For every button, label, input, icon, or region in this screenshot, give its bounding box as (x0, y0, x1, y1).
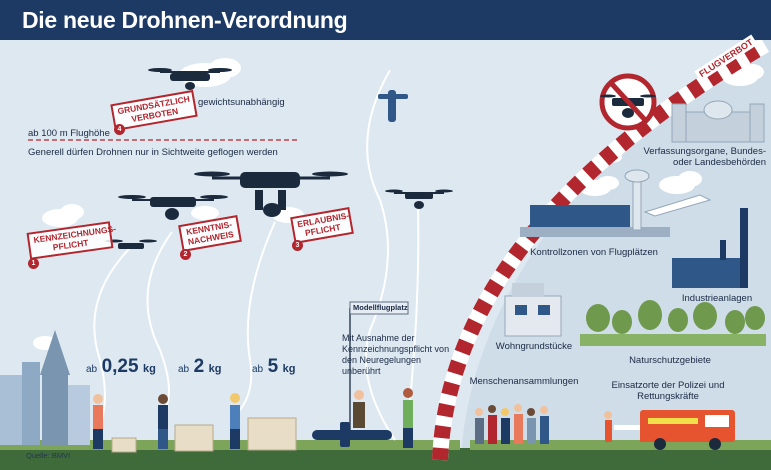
model-plane (378, 90, 408, 122)
zone-emergency: Einsatzorte der Polizei und Rettungskräf… (611, 380, 725, 402)
city-left (0, 330, 90, 445)
weight-value: 5 (267, 356, 279, 377)
crowd (475, 404, 549, 444)
drone-large-top (148, 68, 232, 90)
stamp-permit-text: ERLAUBNIS-PFLICHT (296, 210, 350, 238)
no-fly-area (460, 40, 771, 470)
airport (520, 169, 712, 237)
weight-value: 2 (193, 356, 205, 377)
weight-independent-note: gewichtsunabhängig (198, 97, 285, 108)
clouds (33, 58, 764, 350)
page-title: Die neue Drohnen-Verordnung (22, 7, 348, 33)
drone-small (105, 239, 157, 249)
drone-medium (118, 195, 228, 220)
no-drone-sign (599, 73, 657, 131)
pilots (93, 388, 413, 449)
packages (111, 417, 297, 453)
ground-model-plane (312, 422, 392, 447)
zone-crowds: Menschenansammlungen (469, 376, 579, 387)
drone-right (385, 189, 453, 209)
weight-label-1: ab 0,25 kg (86, 356, 156, 378)
drone-large (194, 171, 348, 217)
government-building (671, 100, 765, 143)
zone-airports: Kontrollzonen von Flugplätzen (530, 247, 658, 258)
weight-unit: kg (208, 363, 222, 375)
ground (0, 448, 771, 470)
control-lines (93, 69, 420, 441)
line-of-sight-rule: Generell dürfen Drohnen nur in Sichtweit… (28, 147, 278, 158)
zone-industry: Industrieanlagen (681, 293, 753, 304)
stamp-number-3: 3 (292, 240, 303, 251)
rescue-vehicle (604, 410, 735, 450)
stamp-proof-of-knowledge-text: KENNTNIS-NACHWEIS (185, 219, 235, 247)
model-airfield-sign: Modellflugplatz (353, 303, 408, 312)
stamp-number-4: 4 (114, 124, 125, 135)
illustration (0, 40, 771, 470)
model-airfield-note: Mit Ausnahme der Kennzeichnungspflicht v… (342, 333, 450, 376)
houses (504, 283, 562, 337)
industry (672, 208, 748, 288)
weight-prefix: ab (86, 364, 98, 375)
weight-unit: kg (143, 363, 156, 375)
stamp-number-1: 1 (28, 258, 39, 269)
title-bar: Die neue Drohnen-Verordnung (0, 0, 771, 40)
weight-prefix: ab (178, 364, 190, 375)
weight-unit: kg (282, 363, 296, 375)
altitude-rule: ab 100 m Flughöhe (28, 128, 110, 139)
nature (580, 300, 766, 346)
weight-label-2: ab 2 kg (178, 356, 221, 378)
source-note: Quelle: BMVI (26, 451, 71, 460)
weight-label-3: ab 5 kg (252, 356, 295, 378)
zone-nature: Naturschutzgebiete (629, 355, 711, 366)
zone-residential: Wohngrundstücke (495, 341, 573, 352)
weight-prefix: ab (252, 364, 264, 375)
stamp-number-2: 2 (180, 249, 191, 260)
zone-government: Verfassungsorgane, Bundes- oder Landesbe… (643, 146, 766, 168)
weight-value: 0,25 (101, 356, 139, 377)
